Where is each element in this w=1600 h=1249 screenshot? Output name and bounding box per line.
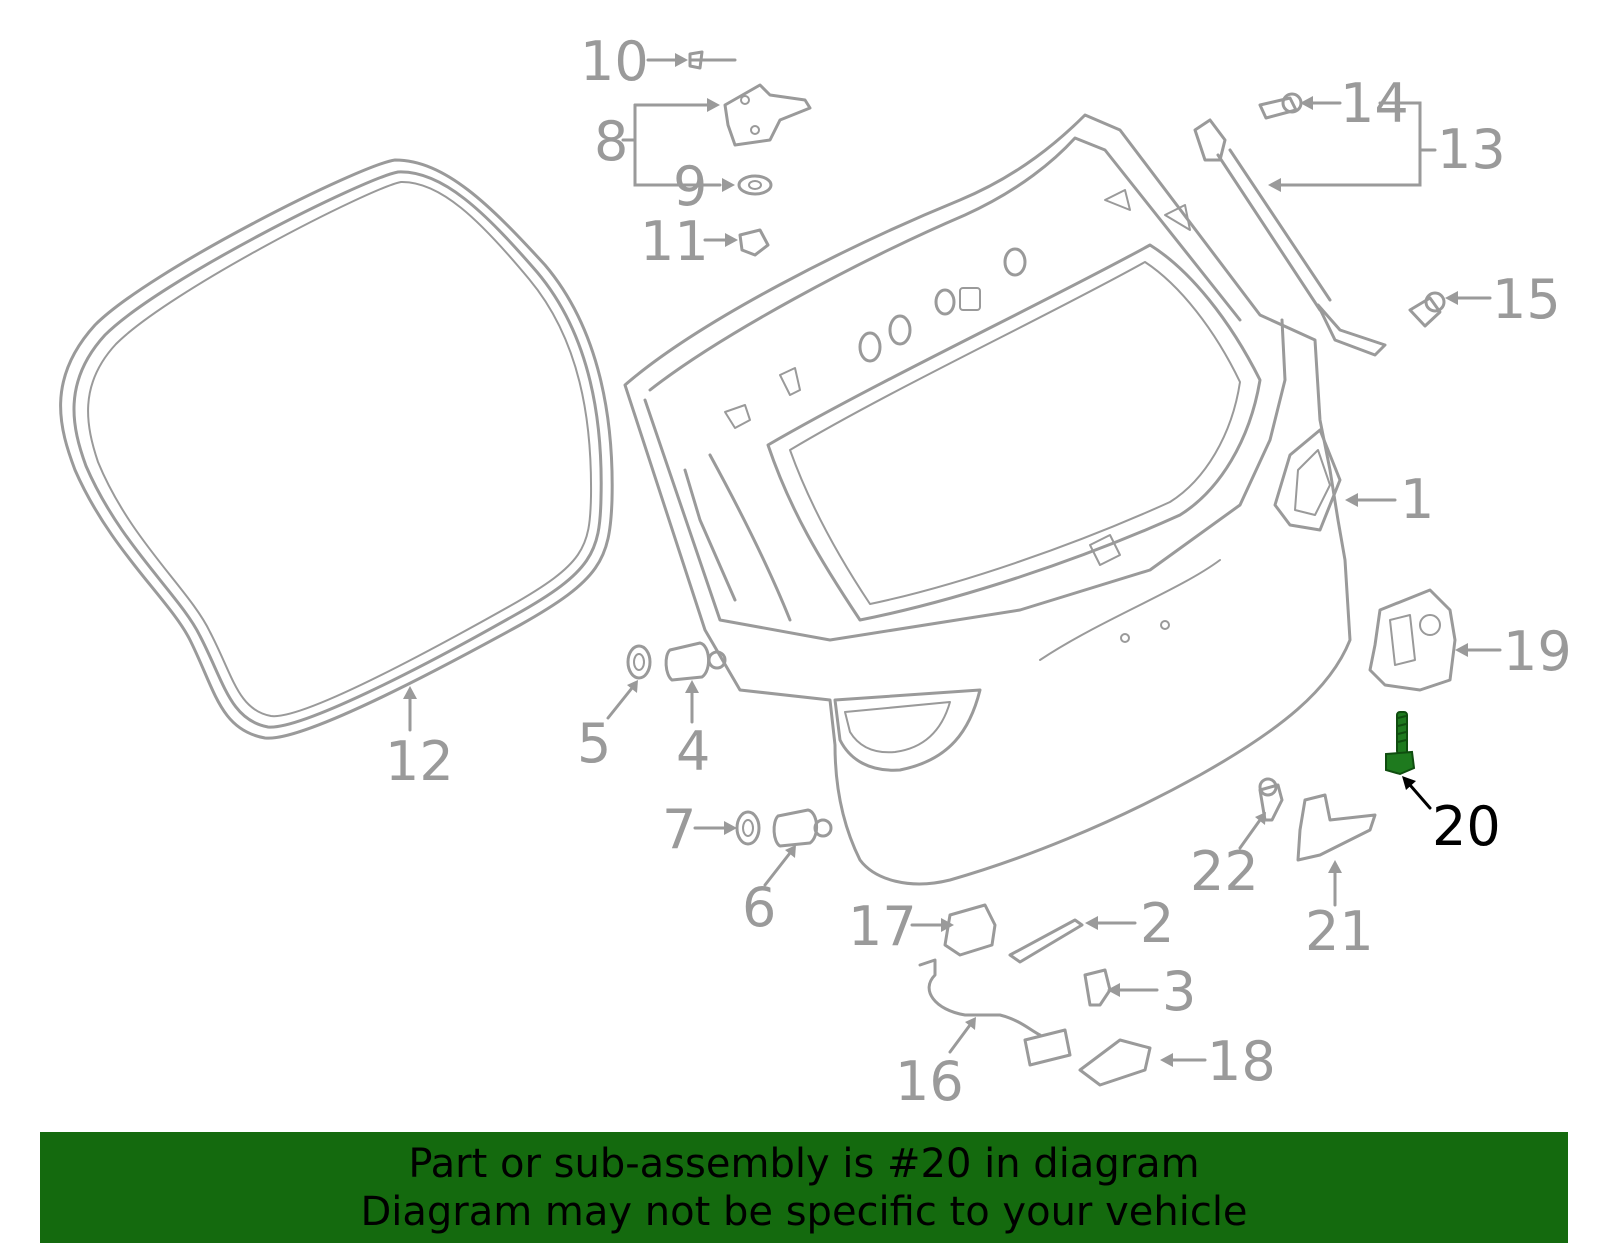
callout-10: 10 [580, 30, 649, 93]
callout-5: 5 [577, 712, 611, 775]
banner-disclaimer-line: Diagram may not be specific to your vehi… [360, 1188, 1248, 1235]
callout-20[interactable]: 20 [1432, 795, 1501, 858]
callout-17: 17 [848, 895, 917, 958]
callout-6: 6 [742, 876, 776, 939]
part-19-latch [1368, 588, 1457, 692]
part-4-5-6-7-stops [626, 641, 833, 848]
callout-4: 4 [676, 720, 710, 783]
callout-14: 14 [1340, 72, 1409, 135]
part-8-hinge [688, 50, 812, 257]
callout-3: 3 [1162, 960, 1196, 1023]
callout-2: 2 [1140, 892, 1174, 955]
callout-8: 8 [594, 110, 628, 173]
callout-9: 9 [673, 155, 707, 218]
leader-lines [403, 53, 1502, 1067]
part-info-banner: Part or sub-assembly is #20 in diagram D… [40, 1132, 1568, 1243]
callout-19: 19 [1503, 620, 1572, 683]
part-1-tailgate [623, 113, 1352, 886]
callout-21: 21 [1305, 900, 1374, 963]
callout-1: 1 [1400, 468, 1434, 531]
part-15-ball-stud [1408, 291, 1446, 328]
callout-22: 22 [1190, 840, 1259, 903]
callout-12: 12 [385, 730, 454, 793]
callout-15: 15 [1492, 268, 1561, 331]
callout-13: 13 [1437, 118, 1506, 181]
callout-11: 11 [640, 210, 709, 273]
callout-16: 16 [895, 1050, 964, 1113]
part-21-22-striker [1258, 777, 1377, 862]
part-20-bolt[interactable] [1385, 711, 1416, 776]
banner-part-line: Part or sub-assembly is #20 in diagram [408, 1140, 1200, 1187]
callout-labels: 1 2 3 4 5 6 7 8 9 10 11 12 13 14 15 16 1… [385, 30, 1572, 1113]
part-16-17-18-lamp-wiring [918, 903, 1152, 1087]
part-12-weatherstrip [59, 158, 614, 740]
callout-7: 7 [662, 798, 696, 861]
callout-18: 18 [1207, 1030, 1276, 1093]
